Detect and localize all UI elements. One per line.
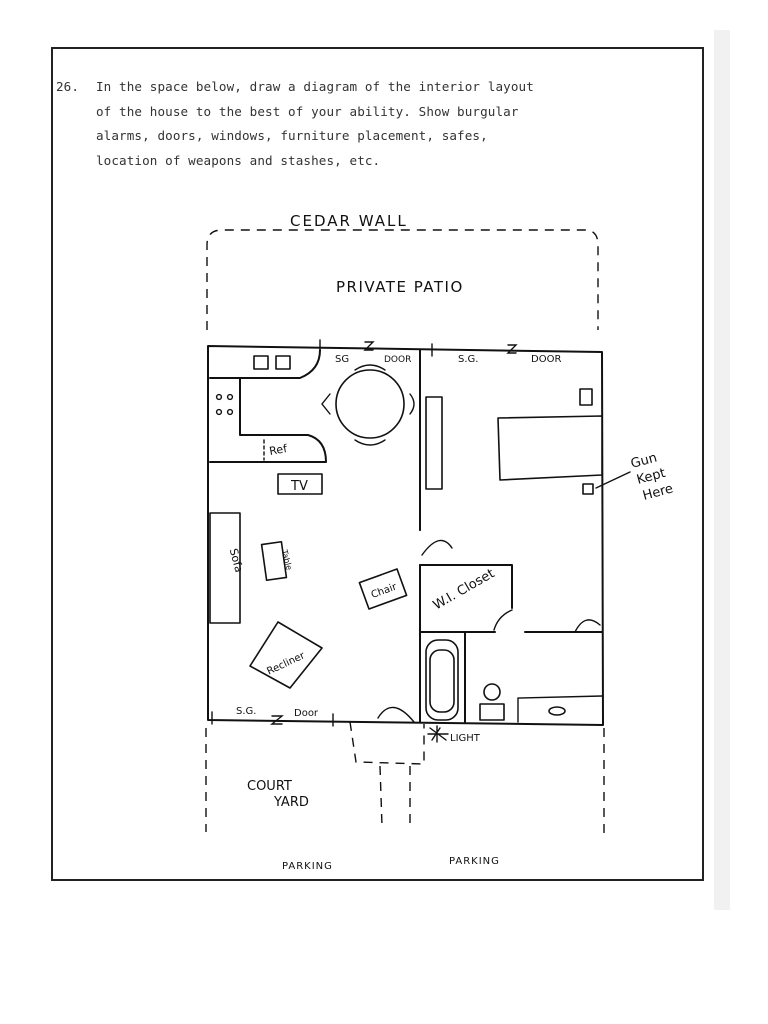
dining-table (335, 369, 405, 439)
sg-door-left-label: SG (335, 354, 349, 365)
kitchen-counter (209, 349, 321, 379)
door-bottom-label: Door (294, 708, 319, 719)
question-text: 26. In the space below, draw a diagram o… (56, 75, 696, 173)
vanity-sink (548, 706, 566, 716)
stove-burner (215, 393, 223, 401)
light-label: LIGHT (450, 733, 481, 744)
bed (497, 415, 603, 481)
light-icon (427, 725, 449, 743)
bathtub-basin (429, 649, 455, 713)
house-outer-wall (207, 345, 604, 726)
parking-right-label: PARKING (449, 856, 500, 867)
question-line: In the space below, draw a diagram of th… (96, 79, 534, 94)
toilet-tank (479, 703, 505, 721)
chair (358, 568, 408, 610)
question-number: 26. (56, 79, 80, 94)
gun-note-pointer (595, 471, 631, 489)
door-left-label: DOOR (384, 355, 411, 365)
dresser (425, 396, 443, 490)
parking-left-label: PARKING (282, 861, 333, 872)
chair (409, 393, 415, 415)
sofa (209, 512, 241, 624)
question-line: of the house to the best of your ability… (96, 103, 519, 119)
private-patio-label: PRIVATE PATIO (336, 278, 464, 296)
gun-location-box (582, 483, 594, 495)
sink-basin (275, 355, 291, 370)
sink-basin (253, 355, 269, 370)
toilet-bowl (483, 683, 501, 701)
cedar-wall-outline (206, 229, 599, 330)
gun-note-line: Kept (635, 466, 667, 488)
door-zigzag (270, 715, 284, 725)
page-edge-shadow (714, 30, 730, 910)
vanity (517, 695, 603, 723)
stove-burner (226, 408, 234, 416)
court-yard-label: YARD (273, 795, 309, 810)
nightstand (579, 388, 593, 406)
table (260, 540, 288, 582)
door-swing (421, 539, 453, 556)
door-swing (377, 706, 415, 723)
chair (354, 364, 386, 371)
cedar-wall-label: CEDAR WALL (290, 212, 408, 230)
question-line: location of weapons and stashes, etc. (96, 152, 381, 168)
door-zigzag (363, 341, 375, 351)
sg-door-right-label: S.G. (458, 354, 478, 365)
chair (321, 393, 331, 415)
tv-label: TV (290, 479, 308, 494)
closet-wall (419, 564, 513, 609)
door-zigzag (506, 344, 518, 354)
sofa-label: Sofa (227, 547, 246, 574)
porch-outline (349, 721, 425, 765)
kitchen-counter (209, 377, 327, 463)
question-line: alarms, doors, windows, furniture placem… (96, 128, 488, 144)
stove-burner (215, 408, 223, 416)
recliner (249, 621, 323, 689)
gun-note-line: Gun (629, 450, 659, 471)
sg-door-bottom-label: S.G. (236, 706, 256, 717)
door-swing (574, 619, 601, 633)
tv (277, 473, 323, 495)
stove-burner (226, 393, 234, 401)
closet-label: W.I. Closet (431, 566, 497, 613)
ref-label: Ref (268, 442, 289, 458)
chair (354, 439, 386, 446)
door-swing (493, 609, 513, 631)
walkway-edge (379, 765, 383, 827)
court-yard-label: COURT (247, 779, 292, 794)
door-right-label: DOOR (531, 354, 561, 365)
document-frame (51, 47, 704, 881)
